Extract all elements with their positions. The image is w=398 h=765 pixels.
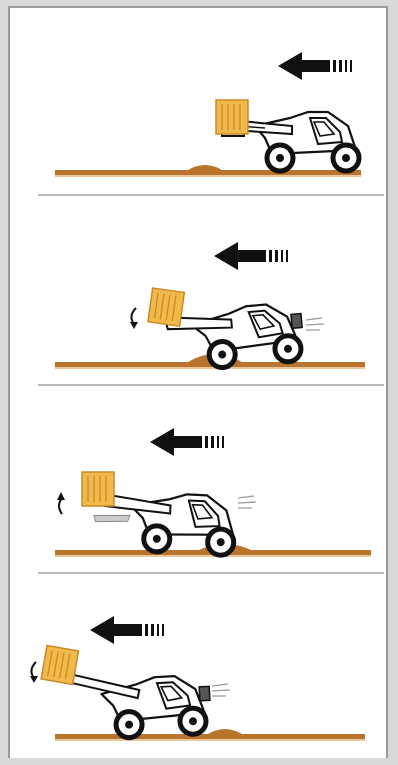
- direction-arrow-icon: [214, 242, 288, 270]
- ground-line: [55, 170, 361, 175]
- step-panel-3: [10, 386, 386, 572]
- step-panel-4: [10, 574, 386, 760]
- tilt-arrow-icon: [57, 492, 65, 514]
- step-1-illustration: [10, 8, 386, 194]
- diagram-frame: [8, 6, 388, 758]
- step-4-illustration: [10, 574, 386, 760]
- step-2-illustration: [10, 198, 386, 384]
- hay-bale-icon: [216, 100, 248, 134]
- step-3-illustration: [10, 386, 386, 572]
- hay-bale-icon: [82, 472, 114, 506]
- telehandler-icon: [164, 302, 305, 373]
- panel-divider: [38, 194, 384, 196]
- telehandler-icon: [66, 666, 211, 740]
- direction-arrow-icon: [278, 52, 352, 80]
- direction-arrow-icon: [90, 616, 164, 644]
- hay-bale-icon: [41, 645, 78, 684]
- tilt-arrow-icon: [130, 308, 138, 329]
- ground-line: [55, 734, 365, 739]
- direction-arrow-icon: [150, 428, 224, 456]
- step-panel-1: [10, 8, 386, 194]
- step-panel-2: [10, 198, 386, 384]
- motion-lines: [238, 496, 256, 508]
- motion-lines: [306, 318, 324, 330]
- hay-bale-icon: [148, 288, 184, 326]
- tilt-arrow-icon: [30, 662, 38, 683]
- motion-lines: [212, 684, 230, 696]
